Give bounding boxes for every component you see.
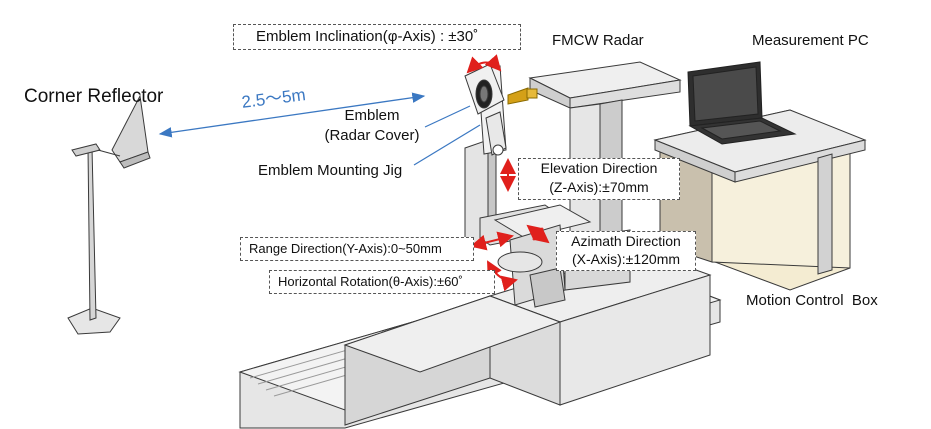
rotation-arrow [487, 260, 518, 292]
pc-table [653, 109, 867, 275]
emblem-leader-line [424, 105, 471, 128]
distance-arrow [158, 92, 426, 138]
emblem-label: Emblem (Radar Cover) [312, 106, 432, 146]
fmcw-radar-label: FMCW Radar [552, 32, 644, 49]
elevation-direction-label: Elevation Direction [540, 160, 658, 176]
horizontal-rotation-label: Horizontal Rotation(θ-Axis):±60˚ [278, 274, 463, 289]
radar-cover-subtitle: (Radar Cover) [324, 127, 420, 144]
range-direction-label: Range Direction(Y-Axis):0~50mm [249, 241, 442, 256]
emblem-inclination-label: Emblem Inclination(φ-Axis) : ±30˚ [256, 28, 479, 45]
radar-antenna [507, 87, 538, 105]
measurement-pc-label: Measurement PC [752, 32, 869, 49]
azimuth-direction-label: Azimath Direction [571, 233, 681, 249]
range-direction-box: Range Direction(Y-Axis):0~50mm [240, 237, 474, 261]
emblem-inclination-box: Emblem Inclination(φ-Axis) : ±30˚ [233, 24, 521, 50]
azimuth-arrow [526, 224, 550, 244]
azimuth-direction-box: Azimath Direction (X-Axis):±120mm [556, 231, 696, 271]
emblem-title: Emblem [344, 107, 400, 124]
jig-leader-line [413, 124, 481, 166]
emblem-mounting-jig-label: Emblem Mounting Jig [258, 162, 403, 179]
motion-control-box-label: Motion Control Box [746, 292, 878, 309]
inclination-arrow [466, 54, 502, 74]
horizontal-rotation-box: Horizontal Rotation(θ-Axis):±60˚ [269, 270, 495, 294]
elevation-range-label: (Z-Axis):±70mm [549, 179, 649, 195]
azimuth-range-label: (X-Axis):±120mm [571, 251, 681, 267]
motion-arrows [466, 54, 550, 292]
range-arrow [470, 231, 514, 251]
corner-reflector-stand [67, 94, 151, 335]
emblem-jig [464, 63, 507, 156]
laptop [687, 61, 797, 145]
corner-reflector-label: Corner Reflector [24, 86, 164, 107]
elevation-direction-box: Elevation Direction (Z-Axis):±70mm [518, 158, 680, 200]
